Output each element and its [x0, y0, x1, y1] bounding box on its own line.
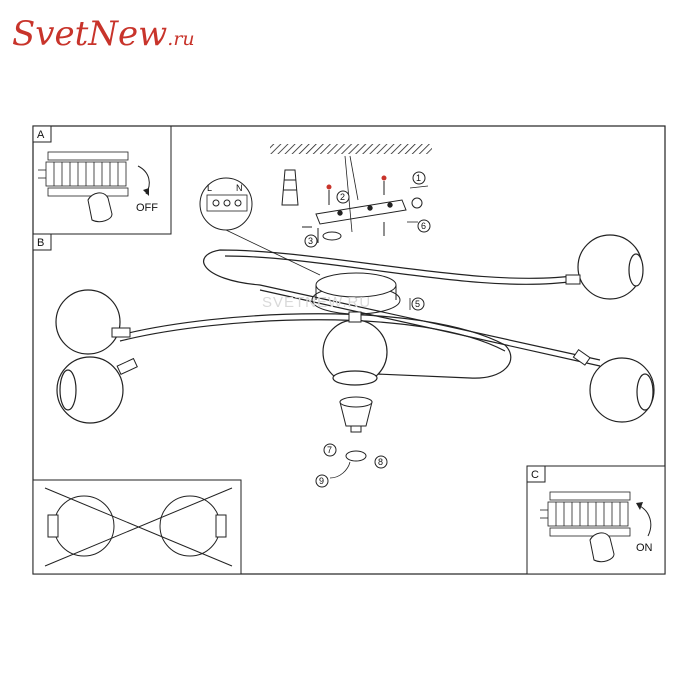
svg-text:2: 2: [340, 192, 345, 202]
step-marker-6: 6: [417, 219, 431, 233]
panel-b-label: B: [37, 237, 44, 249]
panel-c: C ON: [526, 465, 666, 575]
on-caption: ON: [636, 542, 653, 554]
terminal-strip-c: [540, 491, 631, 537]
cross-out-line-2: [44, 487, 233, 567]
step-marker-1: 1: [412, 171, 426, 185]
terminal-n-label: N: [236, 183, 243, 193]
logo-text-new: New: [88, 14, 168, 54]
step-marker-5: 5: [411, 297, 425, 311]
logo-text-svet: Svet: [12, 14, 89, 54]
terminal-l-label: L: [207, 183, 212, 193]
svg-text:1: 1: [416, 173, 421, 183]
spotlight-left-bottom: [56, 356, 138, 424]
incorrect-orientation-box: [32, 479, 242, 575]
spotlight-center: [322, 311, 388, 386]
mounting-bracket: [315, 199, 407, 225]
step-marker-2: 2: [336, 190, 350, 204]
off-caption: OFF: [136, 202, 158, 214]
step-marker-9: 9: [315, 474, 329, 488]
light-frame: [119, 249, 601, 379]
wall-plug-icon: [281, 169, 299, 206]
step-marker-3: 3: [304, 234, 318, 248]
step-marker-7: 7: [323, 443, 337, 457]
hand-icon: [87, 192, 113, 223]
panel-a: A OFF: [32, 125, 172, 235]
main-frame: [32, 125, 666, 575]
ceiling-hatch: [270, 144, 432, 154]
switch-on-arrow-icon: [639, 505, 652, 537]
brand-logo: SvetNew.ru: [12, 14, 195, 54]
svg-text:3: 3: [308, 236, 313, 246]
terminal-block-detail: L N: [199, 177, 321, 276]
svg-text:6: 6: [421, 221, 426, 231]
spotlight-top-right: [565, 234, 644, 300]
logo-text-tld: .ru: [167, 28, 195, 50]
terminal-strip-a: [38, 151, 129, 197]
spotlight-left-top: [55, 289, 131, 355]
svg-text:8: 8: [378, 457, 383, 467]
svg-text:7: 7: [327, 445, 332, 455]
bulb-ring-icon: [345, 450, 367, 462]
watermark: SVETNEW.RU: [262, 294, 371, 311]
spotlight-right: [572, 349, 655, 423]
screw-icon: [302, 175, 387, 243]
panel-c-label: C: [531, 469, 539, 481]
grommet-icon: [322, 231, 342, 241]
svg-text:9: 9: [319, 476, 324, 486]
step-marker-8: 8: [374, 455, 388, 469]
hand-icon-c: [589, 532, 615, 563]
gu10-bulb-icon: [339, 396, 373, 433]
nut-icon: [411, 197, 423, 209]
svg-text:5: 5: [415, 299, 420, 309]
panel-a-label: A: [37, 129, 45, 141]
